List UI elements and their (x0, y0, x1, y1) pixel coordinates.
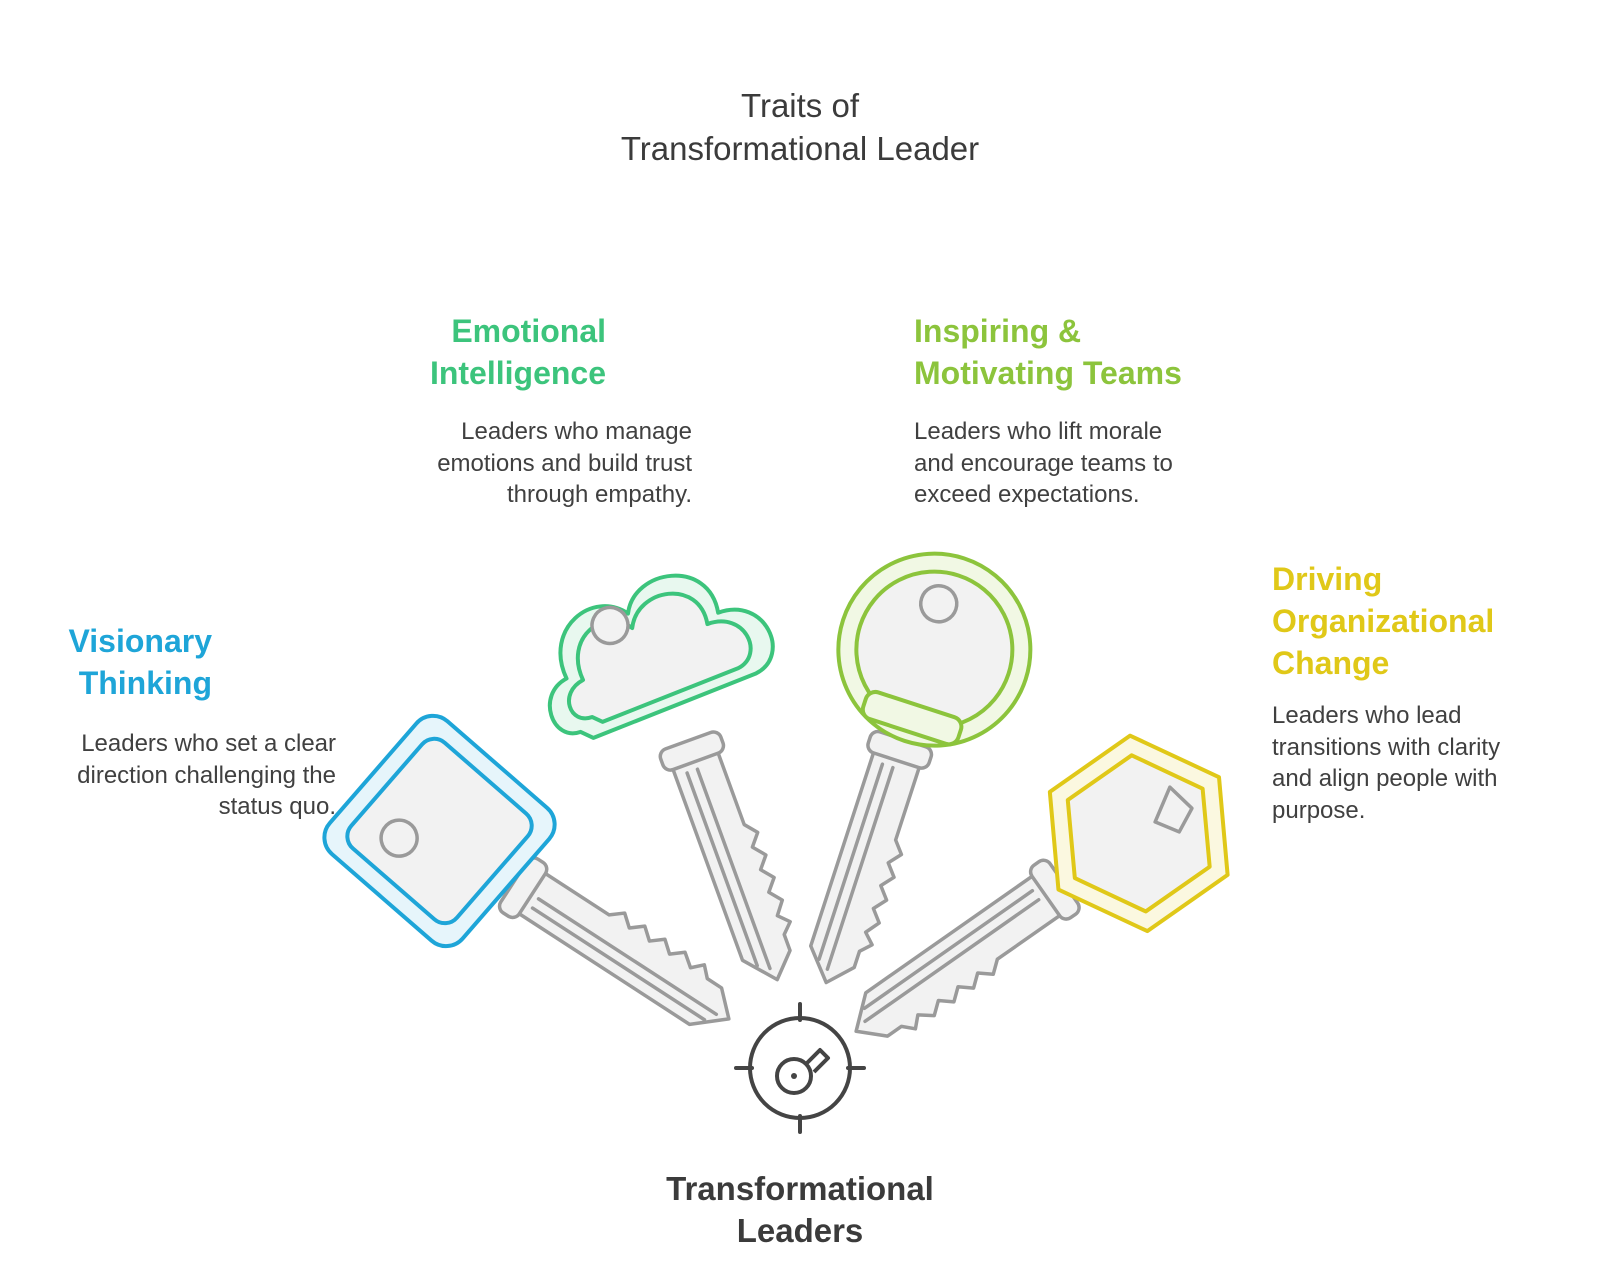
trait-title-line: Change (1272, 645, 1390, 681)
trait-description: Leaders who lead transitions with clarit… (1272, 700, 1572, 826)
trait-desc-line: Leaders who manage (461, 418, 692, 445)
center-label: Transformational Leaders (0, 1168, 1600, 1252)
trait-title-line: Thinking (78, 665, 212, 701)
center-label-line-1: Transformational (666, 1170, 934, 1207)
title-line-1: Traits of (741, 87, 859, 124)
cloud-key-icon (547, 573, 810, 994)
trait-desc-line: and align people with (1272, 765, 1498, 792)
trait-title: Driving Organizational Change (1272, 558, 1572, 684)
diagram-title: Traits of Transformational Leader (0, 84, 1600, 170)
trait-driving-organizational-change: Driving Organizational Change Leaders wh… (1272, 558, 1572, 826)
trait-desc-line: transitions with clarity (1272, 733, 1501, 761)
trait-description: Leaders who set a clear direction challe… (30, 728, 336, 823)
round-key-icon (792, 551, 1033, 995)
trait-desc-line: purpose. (1272, 796, 1366, 824)
trait-desc-line: through empathy. (506, 481, 692, 508)
center-label-line-2: Leaders (736, 1212, 864, 1249)
trait-title: Inspiring & Motivating Teams (914, 310, 1244, 394)
hexagon-key-icon (834, 733, 1230, 1060)
trait-desc-line: and encourage teams to (914, 449, 1173, 477)
trait-desc-line: Leaders who lead (1272, 702, 1462, 729)
trait-title-line: Inspiring & (914, 313, 1082, 349)
diamond-key-icon (322, 713, 749, 1050)
trait-desc-line: Leaders who lift morale (914, 418, 1163, 445)
trait-title-line: Emotional (451, 313, 606, 349)
trait-title-line: Intelligence (429, 355, 606, 391)
trait-desc-line: direction challenging the (77, 761, 336, 789)
trait-title-line: Motivating Teams (914, 355, 1182, 391)
trait-visionary-thinking: Visionary Thinking Leaders who set a cle… (30, 620, 336, 823)
trait-title-line: Driving (1272, 561, 1383, 597)
trait-description: Leaders who manage emotions and build tr… (360, 416, 692, 511)
trait-title: Emotional Intelligence (360, 310, 606, 394)
trait-title-line: Visionary (68, 623, 212, 659)
trait-description: Leaders who lift morale and encourage te… (914, 416, 1244, 511)
trait-inspiring-motivating-teams: Inspiring & Motivating Teams Leaders who… (914, 310, 1244, 511)
trait-desc-line: status quo. (218, 793, 336, 820)
trait-desc-line: emotions and build trust (437, 449, 692, 477)
trait-emotional-intelligence: Emotional Intelligence Leaders who manag… (360, 310, 692, 511)
trait-title-line: Organizational (1272, 603, 1495, 639)
trait-title: Visionary Thinking (30, 620, 212, 704)
trait-desc-line: Leaders who set a clear (81, 730, 336, 757)
title-line-2: Transformational Leader (620, 130, 980, 167)
trait-desc-line: exceed expectations. (914, 481, 1140, 508)
target-key-icon (734, 1002, 866, 1134)
